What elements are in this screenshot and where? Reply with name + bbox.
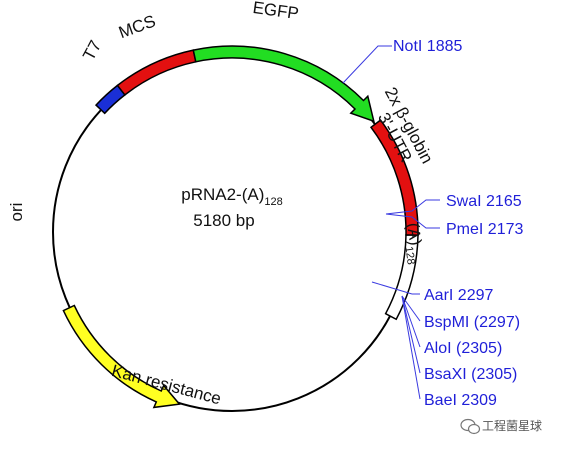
ori-label: ori [7,203,26,222]
aarl-site-label: AarI 2297 [424,287,493,304]
mcs-label: MCS [116,11,158,42]
bsaxi-site-label: BsaXI (2305) [424,366,517,383]
swal-leader [385,199,440,215]
egfp-arrow [192,45,375,123]
egfp-label: EGFP [252,0,300,23]
notl-leader [342,45,392,84]
wechat-icon [460,418,481,435]
swal-site-label: SwaI 2165 [446,193,522,210]
aarl-leader [371,281,413,295]
notl-site-label: NotI 1885 [393,38,462,55]
mcs-segment [116,49,197,96]
bsaxi-leader [401,295,421,374]
plasmid-size: 5180 bp [193,211,254,230]
polya-label: (A)128 [399,222,427,266]
watermark: 工程菌星球 [460,418,542,435]
t7-label: T7 [79,37,105,63]
watermark-text: 工程菌星球 [482,418,542,433]
site-leader-lines [342,45,440,400]
plasmid-name: pRNA2-(A)128 [181,185,282,208]
alo-leader [401,295,421,348]
alo-site-label: AloI (2305) [424,340,502,357]
bspmi-leader [401,295,421,322]
bael-leader [401,295,421,400]
bspmi-site-label: BspMI (2297) [424,314,520,331]
pmel-site-label: PmeI 2173 [446,221,523,238]
polya-segment [384,234,419,321]
bael-site-label: BaeI 2309 [424,392,497,409]
pmel-leader [385,213,440,229]
kan-resistance-arrow [62,304,181,409]
